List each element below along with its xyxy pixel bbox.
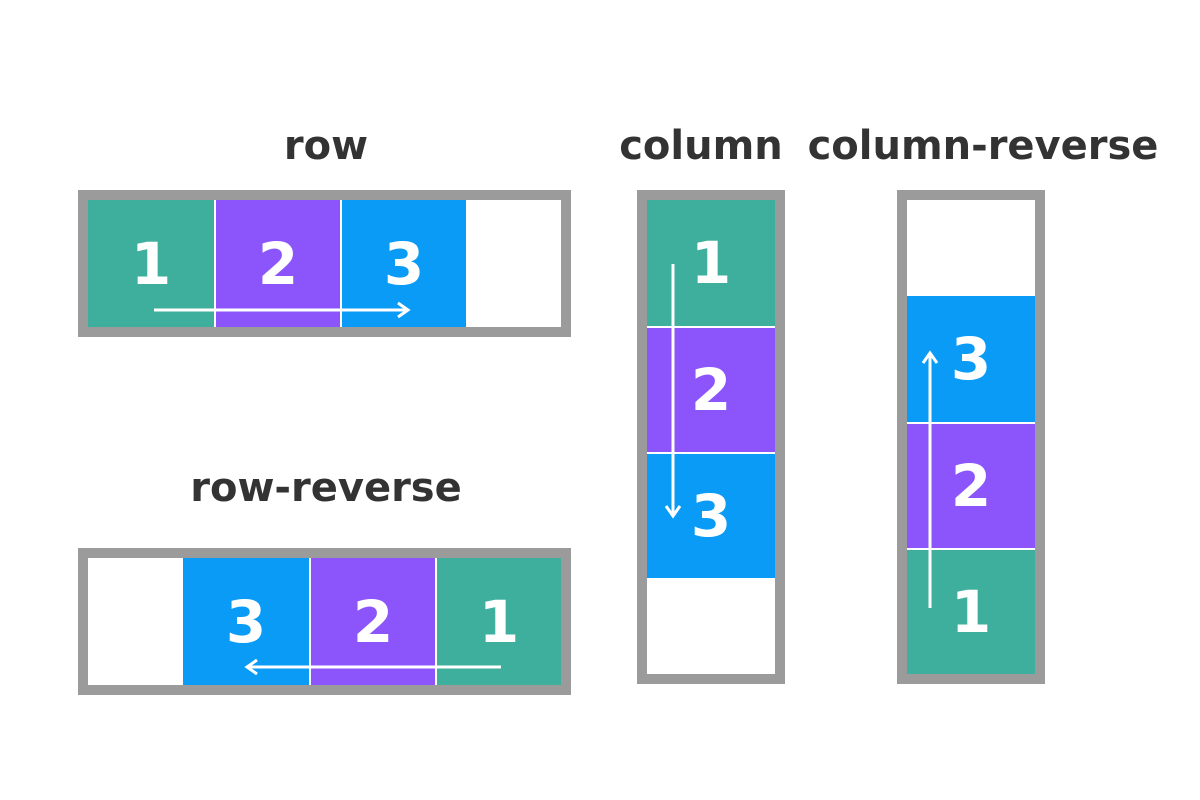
column-title: column xyxy=(619,123,783,169)
column-item-2: 2 xyxy=(647,326,775,452)
row-reverse-item-2: 2 xyxy=(309,558,435,685)
column-reverse-direction-arrow xyxy=(921,350,939,608)
row-reverse-container: 3 2 1 xyxy=(78,548,571,695)
column-item-1: 1 xyxy=(647,200,775,326)
column-reverse-item-1: 1 xyxy=(907,548,1035,674)
row-direction-arrow xyxy=(154,301,411,319)
row-item-2: 2 xyxy=(214,200,340,327)
row-reverse-item-1: 1 xyxy=(435,558,561,685)
column-direction-arrow xyxy=(664,264,682,519)
column-item-3: 3 xyxy=(647,452,775,578)
row-item-1: 1 xyxy=(88,200,214,327)
column-reverse-container: 3 2 1 xyxy=(897,190,1045,684)
row-item-3: 3 xyxy=(340,200,466,327)
column-reverse-title: column-reverse xyxy=(807,123,1159,169)
column-reverse-item-2: 2 xyxy=(907,422,1035,548)
row-reverse-direction-arrow xyxy=(244,658,501,676)
column-container: 1 2 3 xyxy=(637,190,785,684)
column-reverse-item-3: 3 xyxy=(907,296,1035,422)
row-title: row xyxy=(283,123,369,169)
row-reverse-title: row-reverse xyxy=(190,465,462,511)
row-container: 1 2 3 xyxy=(78,190,571,337)
row-reverse-item-3: 3 xyxy=(183,558,309,685)
